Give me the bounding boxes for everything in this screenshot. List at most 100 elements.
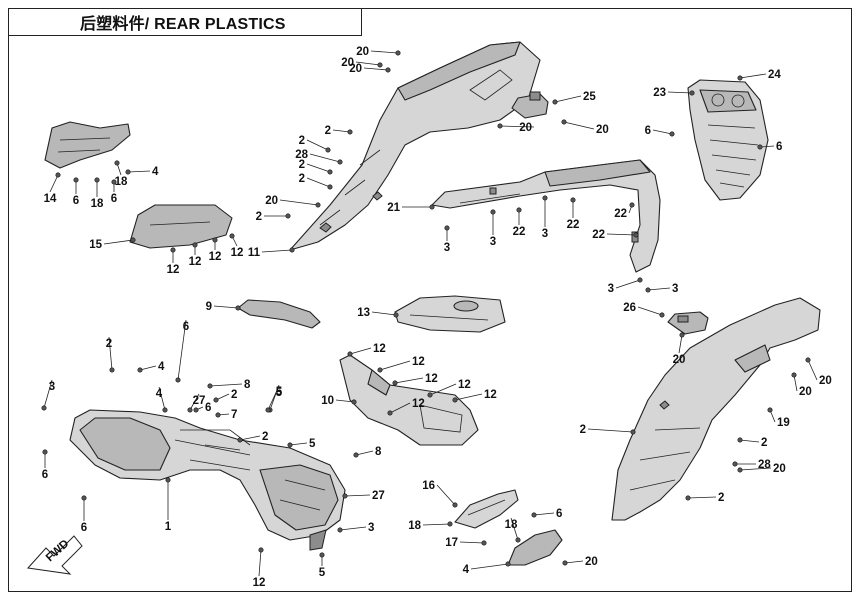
fastener-mark <box>562 560 568 566</box>
callout-number: 3 <box>490 236 496 248</box>
fastener-mark <box>212 237 218 243</box>
fastener-mark <box>737 75 743 81</box>
callout-number: 12 <box>253 577 266 589</box>
fastener-mark <box>689 90 695 96</box>
fastener-mark <box>235 305 241 311</box>
callout-leader-line <box>647 287 671 291</box>
fastener-mark <box>337 527 343 533</box>
callout-leader-line <box>213 305 239 309</box>
callout-number: 5 <box>276 387 283 399</box>
fastener-mark <box>561 119 567 125</box>
callout-number: 2 <box>718 492 724 504</box>
fastener-mark <box>427 392 433 398</box>
callout-number: 18 <box>91 198 104 210</box>
callout-leader-line <box>371 311 397 316</box>
fastener-mark <box>633 232 639 238</box>
fastener-mark <box>175 377 181 383</box>
callout-leader-line <box>306 139 329 151</box>
callout-number: 14 <box>44 193 57 205</box>
callout-number: 10 <box>321 395 334 407</box>
fastener-mark <box>392 380 398 386</box>
callout-leader-line <box>394 377 424 384</box>
callout-number: 9 <box>206 301 212 313</box>
callout-leader-line <box>470 563 509 570</box>
fastener-mark <box>287 442 293 448</box>
fastener-mark <box>630 429 636 435</box>
callout-leader-line <box>349 347 372 355</box>
callout-number: 12 <box>167 264 180 276</box>
part-26-latch <box>667 311 709 335</box>
callout-number: 23 <box>653 87 666 99</box>
callout-leader-line <box>108 336 113 371</box>
fastener-mark <box>452 502 458 508</box>
callout-number: 2 <box>299 173 305 185</box>
diagram-title: 后塑料件/ REAR PLASTICS <box>80 15 286 33</box>
callout-number: 6 <box>183 321 189 333</box>
fastener-mark <box>41 405 47 411</box>
fastener-mark <box>347 129 353 135</box>
callout-leader-line <box>454 393 483 401</box>
part-13-tray <box>394 295 506 333</box>
callout-number: 3 <box>672 283 678 295</box>
callout-number: 6 <box>645 125 651 137</box>
callout-number: 12 <box>373 343 386 355</box>
callout-leader-line <box>563 121 595 130</box>
callout-number: 20 <box>519 122 532 134</box>
callout-leader-line <box>355 450 374 456</box>
callout-number: 27 <box>193 395 206 407</box>
fastener-mark <box>637 277 643 283</box>
callout-leader-line <box>422 523 451 526</box>
fastener-mark <box>193 407 199 413</box>
callout-number: 2 <box>299 135 305 147</box>
callout-leader-line <box>309 153 341 163</box>
callout-leader-line <box>43 379 53 409</box>
fastener-mark <box>444 225 450 231</box>
part-19-side-panel <box>611 297 821 521</box>
callout-leader-line <box>615 279 641 289</box>
callout-leader-line <box>306 177 331 188</box>
part-16-trim <box>454 489 519 529</box>
callout-number: 20 <box>356 46 369 58</box>
fastener-mark <box>757 144 763 150</box>
callout-number: 4 <box>158 361 165 373</box>
fwd-arrow: FWD <box>27 535 83 575</box>
callout-leader-line <box>339 526 367 531</box>
callout-leader-line <box>261 249 293 253</box>
callout-number: 18 <box>408 520 421 532</box>
fastener-mark <box>187 407 193 413</box>
fastener-mark <box>497 123 503 129</box>
part-1-rear-body <box>69 409 346 551</box>
fastener-mark <box>114 160 120 166</box>
fastener-mark <box>542 195 548 201</box>
callout-number: 20 <box>799 386 812 398</box>
callout-leader-line <box>370 50 399 54</box>
callout-number: 22 <box>513 226 526 238</box>
callout-number: 5 <box>319 567 326 579</box>
callout-leader-line <box>793 374 798 392</box>
fastener-mark <box>213 397 219 403</box>
callout-number: 20 <box>596 124 609 136</box>
fastener-mark <box>353 452 359 458</box>
callout-leader-line <box>379 360 411 371</box>
callout-leader-line <box>239 435 261 441</box>
fastener-mark <box>315 202 321 208</box>
fastener-mark <box>165 477 171 483</box>
callout-number: 2 <box>262 431 268 443</box>
callout-leader-line <box>587 428 634 433</box>
callout-leader-line <box>49 174 59 193</box>
part-9-trim <box>237 299 321 329</box>
fastener-mark <box>109 367 115 373</box>
callout-number: 2 <box>299 159 305 171</box>
callout-leader-line <box>158 386 166 411</box>
fastener-mark <box>732 461 738 467</box>
callout-number: 6 <box>205 402 211 414</box>
callout-number: 22 <box>614 208 627 220</box>
callout-leader-line <box>177 319 187 381</box>
title-box: 后塑料件/ REAR PLASTICS <box>8 8 362 36</box>
callout-number: 12 <box>189 256 202 268</box>
callout-number: 22 <box>567 219 580 231</box>
callout-leader-line <box>344 494 371 497</box>
callout-number: 18 <box>115 176 128 188</box>
fastener-mark <box>505 561 511 567</box>
